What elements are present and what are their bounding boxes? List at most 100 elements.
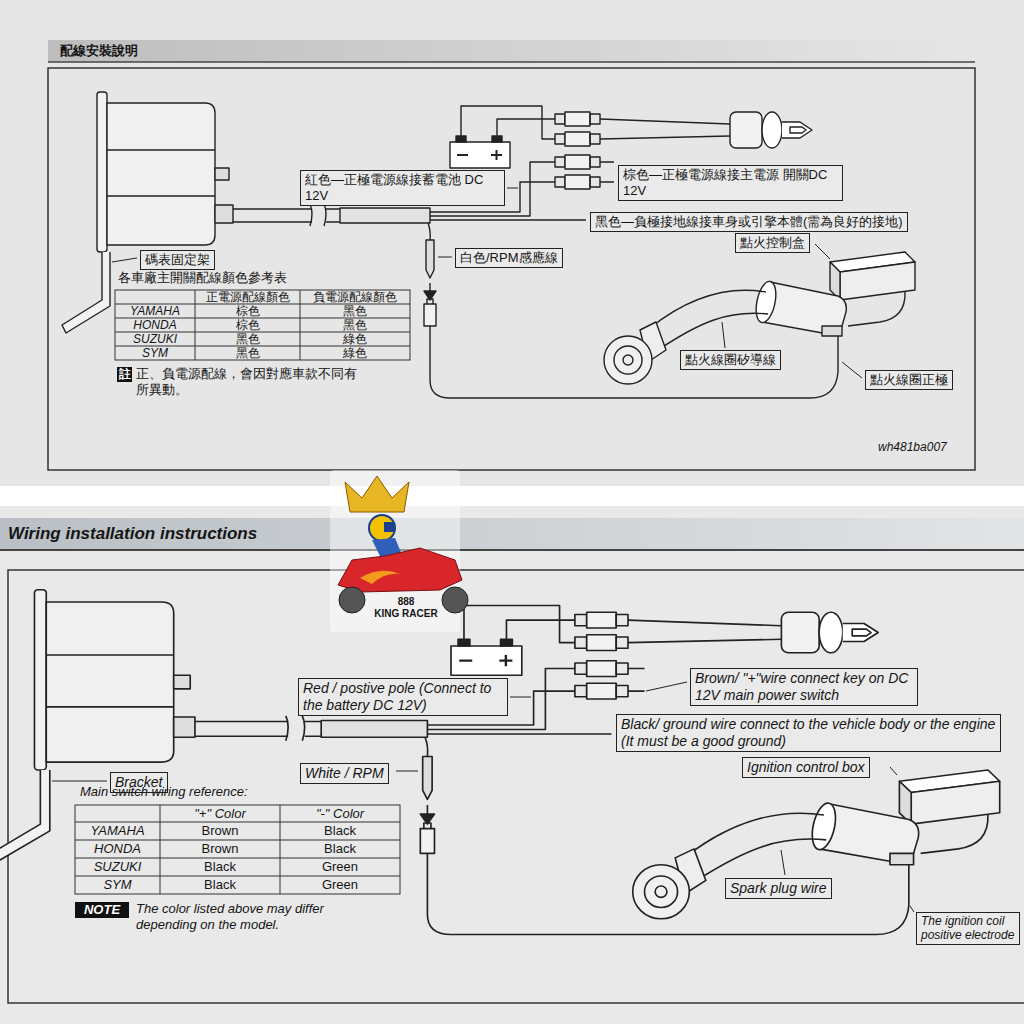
watermark-logo — [330, 470, 468, 632]
spark-plug-wire — [658, 313, 768, 350]
table-cell: Brown — [160, 840, 280, 858]
spark-plug-cap — [614, 346, 642, 374]
wire-callout: Brown/ "+"wire connect key on DC 12V mai… — [690, 668, 918, 706]
meter — [107, 150, 215, 196]
spark-plug-wire — [650, 290, 768, 350]
ignition-control-box — [840, 262, 915, 300]
part-label: 點火線圈矽導線 — [680, 350, 781, 370]
watermark-logo — [345, 476, 409, 512]
ignition-coil — [753, 280, 847, 336]
table-cell: 棕色 — [195, 304, 300, 318]
battery — [450, 142, 510, 168]
watermark: 888 — [370, 596, 442, 608]
part-label: 點火線圈正極 — [865, 370, 953, 390]
label-text: Ignition control box — [747, 759, 865, 776]
wire-callout: 紅色—正極電源線接蓄電池 DC 12V — [300, 170, 505, 206]
label-text: 黑色—負極接地線接車身或引擎本體(需為良好的接地) — [595, 214, 903, 230]
key-switch — [730, 112, 812, 148]
connector-block — [590, 114, 600, 124]
table-cell: 黑色 — [300, 318, 410, 332]
header-band — [0, 40, 1024, 550]
part-number: wh481ba007 — [878, 440, 947, 454]
part-label: 點火控制盒 — [735, 233, 810, 253]
header-band — [48, 61, 975, 63]
connector-block — [590, 157, 600, 167]
part-label: 碼表固定架 — [140, 250, 215, 270]
wiring-illustration — [0, 590, 1000, 935]
rpm-connector — [424, 304, 436, 326]
leader-line — [112, 258, 137, 262]
wiring-illustration — [62, 92, 915, 398]
panel-frame — [8, 68, 1024, 1003]
spark-plug-cap — [604, 336, 652, 384]
table-grid — [115, 290, 410, 360]
watermark-logo — [330, 470, 460, 632]
wire-callout: 棕色—正極電源線接主電源 開關DC 12V — [618, 165, 843, 201]
ignition-coil — [822, 326, 842, 336]
label-text: 點火控制盒 — [740, 235, 805, 251]
rpm-connector — [427, 299, 433, 304]
label-text: 配線安裝說明 — [60, 40, 975, 62]
note-mark: 註 — [117, 367, 132, 382]
table-cell: YAMAHA — [75, 822, 160, 840]
table-cell: 綠色 — [300, 346, 410, 360]
cable — [340, 208, 430, 223]
connector-block — [555, 114, 565, 124]
leader-line — [646, 682, 687, 691]
paper — [0, 0, 1024, 486]
label-text: 碼表固定架 — [145, 252, 210, 268]
leader-line — [890, 767, 897, 775]
leader-line — [910, 906, 914, 912]
key-switch — [730, 112, 762, 148]
table-cell: SYM — [115, 346, 195, 360]
paper — [0, 486, 1024, 506]
table-cell: Black — [160, 876, 280, 894]
label-text: Wiring installation instructions — [8, 518, 1024, 550]
meter — [97, 92, 107, 252]
leader-line — [722, 322, 725, 348]
table-cell: Black — [280, 840, 400, 858]
table-cell: 棕色 — [195, 318, 300, 332]
leader-line — [438, 257, 452, 258]
label-text: Red / postive pole (Connect to the batte… — [303, 680, 503, 714]
connector-block — [555, 134, 565, 144]
leader-line — [510, 697, 531, 698]
table-grid — [75, 805, 400, 894]
wire-callout: 黑色—負極接地線接車身或引擎本體(需為良好的接地) — [590, 212, 908, 232]
table-cell: Black — [280, 822, 400, 840]
connector-block — [590, 177, 600, 187]
table-cell: Black — [160, 858, 280, 876]
label-text: Brown/ "+"wire connect key on DC 12V mai… — [695, 670, 913, 704]
spark-plug-cap — [623, 355, 633, 365]
meter — [215, 168, 229, 180]
header-band — [0, 518, 1024, 550]
header-band — [48, 40, 975, 62]
table-title: Main switch wiring reference: — [80, 784, 248, 800]
battery — [492, 136, 502, 142]
leader-line — [507, 188, 518, 189]
watermark-logo — [369, 515, 395, 541]
meter — [215, 205, 233, 223]
meter — [107, 103, 215, 245]
key-switch — [762, 112, 782, 148]
note-mark: NOTE — [75, 902, 129, 918]
cable — [310, 204, 326, 226]
watermark-logo — [339, 587, 365, 613]
connector-block — [555, 157, 565, 167]
label-text: White / RPM — [305, 765, 384, 782]
table-title: 各車廠主開關配線顏色參考表 — [118, 270, 287, 286]
label-text: 棕色—正極電源線接主電源 開關DC 12V — [623, 167, 838, 198]
connector-block — [565, 175, 590, 189]
panel-frame — [48, 68, 975, 470]
rpm-connector — [426, 240, 434, 278]
table-grid — [75, 290, 410, 894]
table-header: "+" Color — [160, 805, 280, 822]
leader-line — [396, 771, 418, 772]
table-cell: SYM — [75, 876, 160, 894]
header-band: 配線安裝說明 — [48, 40, 975, 62]
cable — [233, 162, 586, 240]
bracket — [62, 252, 110, 333]
battery — [450, 106, 555, 168]
